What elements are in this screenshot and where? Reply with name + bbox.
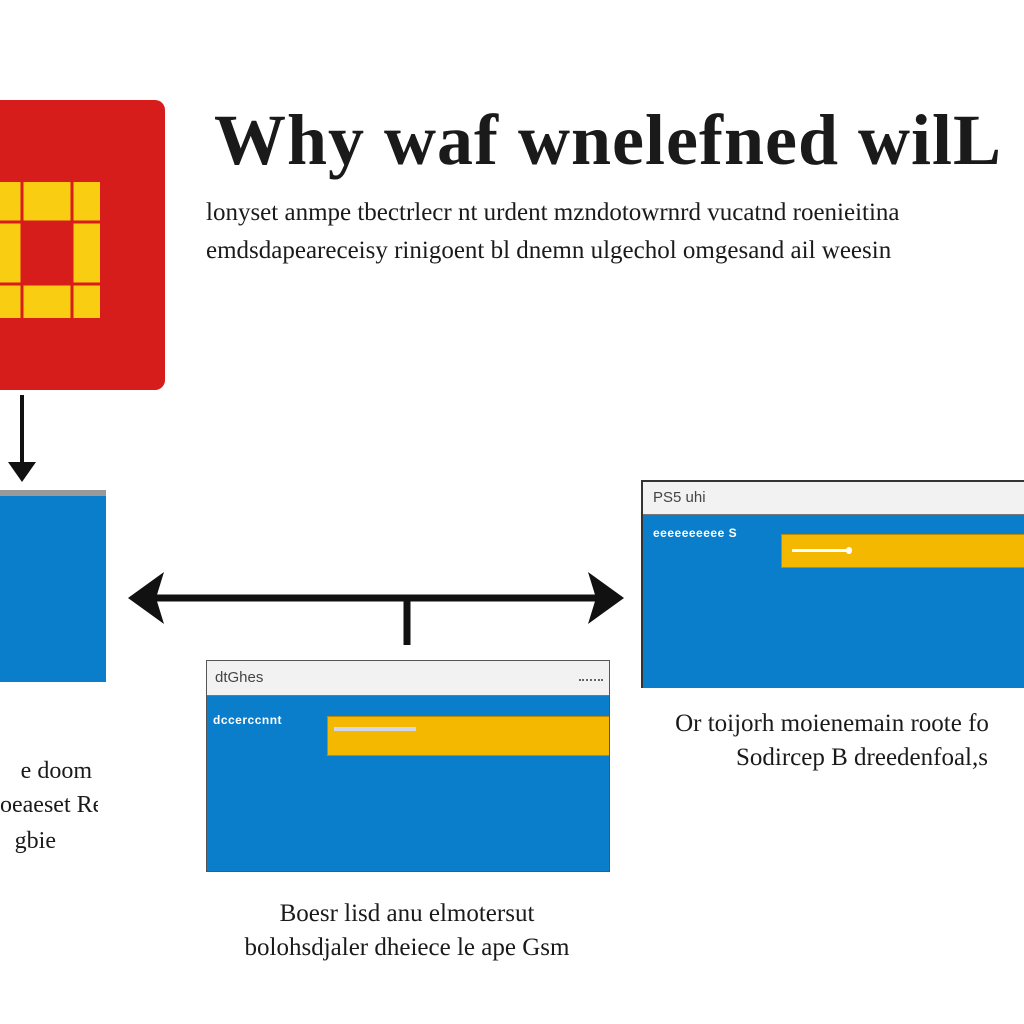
text-input[interactable]	[327, 716, 609, 756]
red-square-logo-icon	[0, 100, 165, 390]
left-caption-line-1: e doom	[20, 758, 92, 784]
page-title: Why waf wnelefned wilL	[214, 100, 1003, 180]
text-input[interactable]	[781, 534, 1024, 568]
double-headed-arrow-icon	[128, 572, 624, 645]
right-window: PS5 uhi eeeeeeeeee S	[641, 480, 1024, 688]
right-caption-line-1: Or toijorh moienemain roote fo	[675, 710, 989, 737]
window-titlebar	[0, 490, 106, 496]
window-title: dtGhes	[215, 669, 264, 686]
field-label: eeeeeeeeee S	[653, 526, 738, 540]
left-window	[0, 490, 106, 682]
input-text-placeholder	[792, 549, 848, 552]
center-caption-line-1: Boesr lisd anu elmotersut	[279, 900, 535, 927]
right-caption-line-2: Sodircep B dreedenfoal,s	[735, 744, 988, 771]
left-caption-line-3: gbie	[14, 828, 56, 854]
input-text-placeholder	[334, 727, 416, 731]
subtitle-line-1: lonyset anmpe tbectrlecr nt urdent mzndo…	[206, 199, 900, 226]
window-controls-icon[interactable]	[579, 679, 603, 685]
window-titlebar: PS5 uhi	[643, 482, 1024, 515]
window-title: PS5 uhi	[653, 489, 706, 506]
down-arrow-icon	[8, 395, 36, 482]
subtitle-line-2: emdsdapeareceisy rinigoent bl dnemn ulge…	[206, 237, 892, 264]
window-titlebar: dtGhes	[207, 661, 609, 696]
field-label: dccerccnnt	[213, 713, 283, 727]
left-caption-line-2: oeaeset Rei	[0, 792, 98, 818]
center-window: dtGhes dccerccnnt	[206, 660, 610, 872]
center-caption-line-2: bolohsdjaler dheiece le ape Gsm	[244, 934, 570, 961]
input-cursor	[846, 547, 852, 554]
